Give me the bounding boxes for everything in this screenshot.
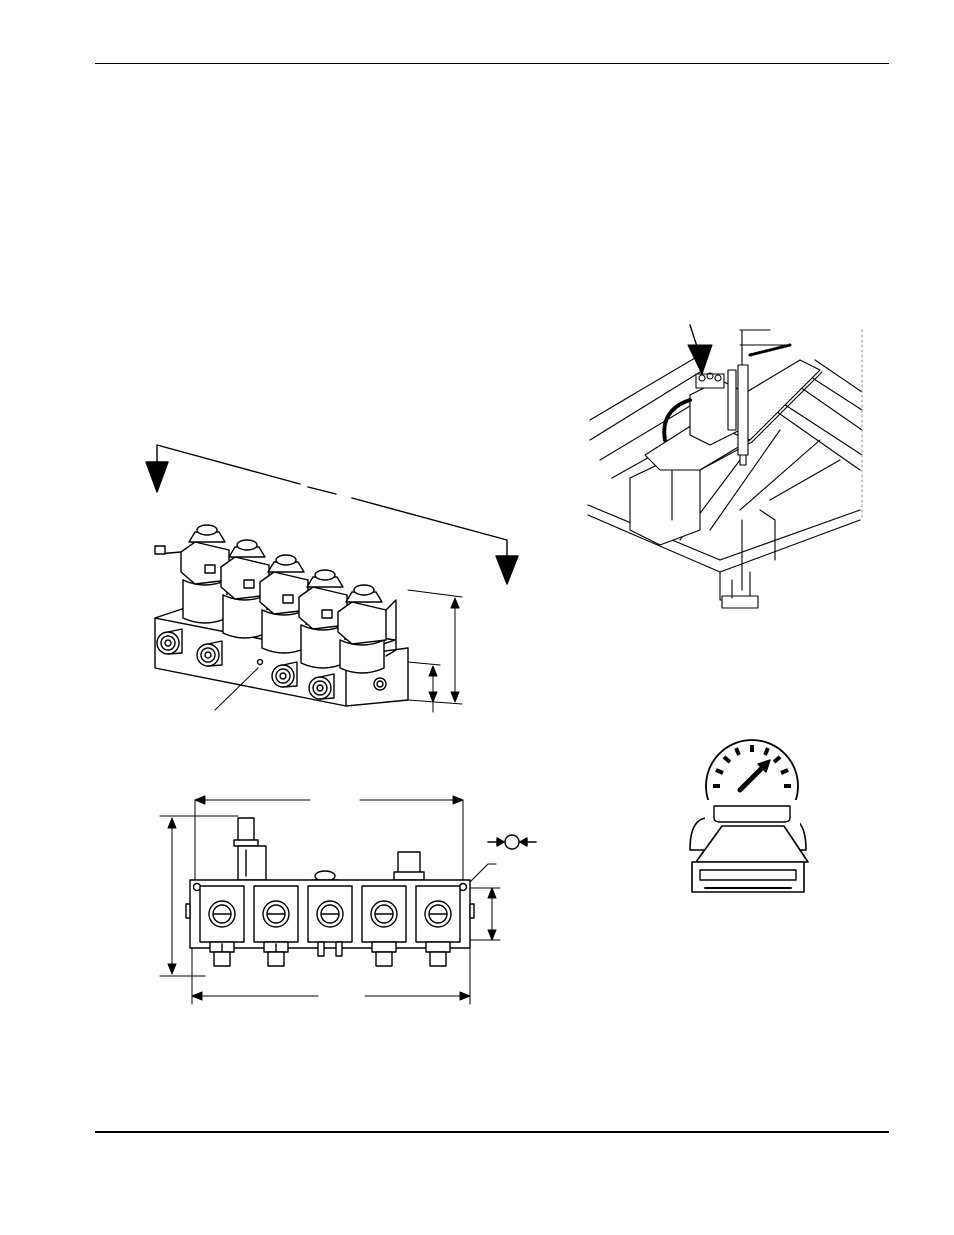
iso-dimensions bbox=[214, 589, 463, 713]
weight-scale-icon bbox=[689, 739, 809, 893]
front-valves bbox=[199, 885, 461, 967]
solenoid-valves bbox=[154, 524, 397, 674]
down-arrow-icon bbox=[145, 461, 169, 493]
header-rule bbox=[95, 63, 889, 64]
location-pointer bbox=[687, 324, 713, 375]
footer-rule bbox=[95, 1131, 889, 1133]
front-dimensions bbox=[159, 795, 501, 1005]
valve-manifold-isometric bbox=[145, 444, 519, 713]
down-arrow-icon bbox=[687, 344, 713, 375]
gantry bbox=[629, 329, 823, 546]
down-arrow-icon bbox=[495, 555, 519, 585]
fittings bbox=[156, 628, 335, 700]
valve-manifold-front-view bbox=[159, 795, 537, 1005]
compression-symbol-icon bbox=[487, 834, 537, 850]
top-fittings bbox=[233, 817, 425, 882]
cutting-table bbox=[587, 324, 863, 609]
section-cut-line bbox=[145, 444, 519, 585]
